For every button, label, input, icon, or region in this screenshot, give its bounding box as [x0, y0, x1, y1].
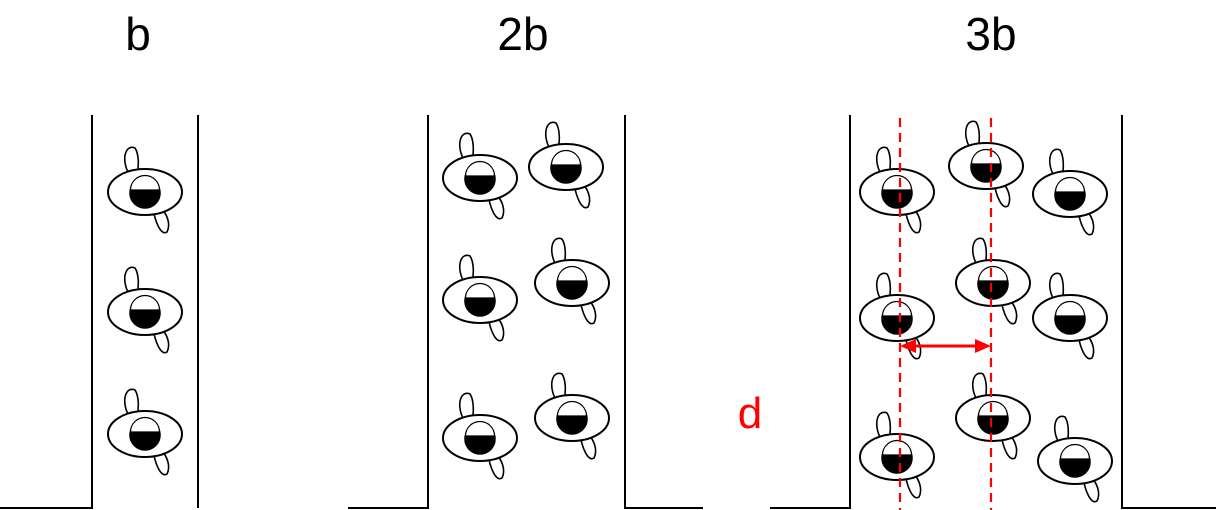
pedestrian-icon [859, 146, 935, 234]
pedestrian-icon [534, 237, 610, 325]
pedestrian-icon [442, 132, 518, 220]
pedestrian-icon [107, 266, 183, 354]
pedestrian-icon [1037, 415, 1113, 503]
pedestrian-icon [1032, 148, 1108, 236]
pedestrian-icon [107, 388, 183, 476]
pedestrian-icon [442, 254, 518, 342]
corridor-b-left-wall [0, 115, 93, 509]
pedestrian-icon [442, 392, 518, 480]
panel-label-3b: 3b [965, 8, 1016, 60]
spacing-label: d [738, 389, 762, 438]
spacing-arrow [900, 339, 991, 353]
corridor-3b-right-wall [1121, 115, 1216, 509]
pedestrian-icon [859, 411, 935, 499]
corridor-2b-right-wall [624, 115, 703, 509]
corridor-2b-left-wall [348, 115, 429, 509]
panel-label-2b: 2b [497, 8, 548, 60]
pedestrian-icon [1032, 272, 1108, 360]
pedestrian-icon [955, 237, 1031, 325]
panel-label-b: b [125, 8, 151, 60]
pedestrian-icon [107, 146, 183, 234]
pedestrian-icon [528, 121, 604, 209]
pedestrian-icon [955, 372, 1031, 460]
corridor-3b-left-wall [770, 115, 851, 509]
pedestrian-icon [948, 120, 1024, 208]
pedestrian-icon [534, 372, 610, 460]
